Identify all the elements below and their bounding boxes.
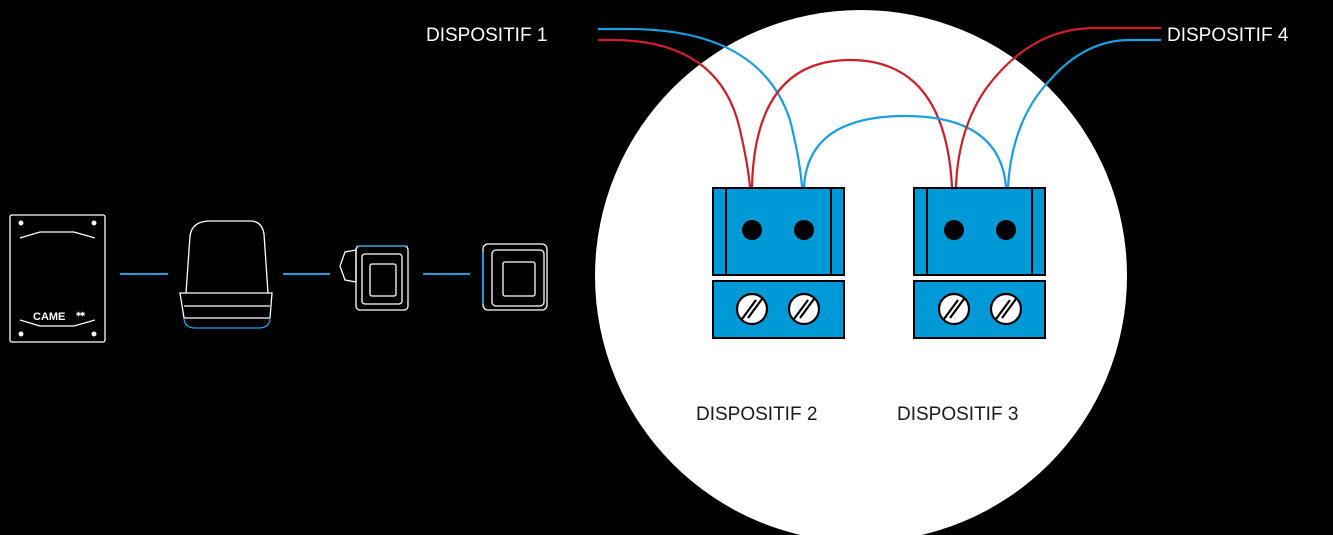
terminal-hole (794, 220, 814, 240)
screw-icon (937, 292, 971, 326)
brand-mark-icon: ᕯ (76, 311, 85, 323)
photocell-icon (339, 245, 409, 311)
label-device-3: DISPOSITIF 3 (897, 404, 1018, 425)
control-panel-icon: CAME ᕯ (9, 214, 106, 343)
terminal-hole (742, 220, 762, 240)
screw-icon (787, 292, 821, 326)
wire-red-jumper (750, 58, 954, 188)
label-device-1: DISPOSITIF 1 (426, 25, 547, 46)
screw-icon (989, 292, 1023, 326)
wire-blue-4 (1006, 38, 1161, 188)
terminal-block-3 (913, 187, 1046, 339)
terminal-hole (996, 220, 1016, 240)
label-device-4: DISPOSITIF 4 (1167, 25, 1289, 46)
wire-red-4 (954, 26, 1161, 188)
photocell-icon (482, 243, 548, 311)
wires (598, 26, 1161, 188)
motor-icon (179, 220, 273, 329)
label-device-2: DISPOSITIF 2 (696, 404, 817, 425)
screw-icon (735, 292, 769, 326)
wire-red-1 (598, 38, 752, 188)
terminal-hole (944, 220, 964, 240)
zoom-circle (595, 10, 1127, 535)
wire-blue-jumper (802, 114, 1008, 188)
brand-label: CAME (33, 311, 65, 323)
terminal-block-2 (712, 187, 845, 339)
